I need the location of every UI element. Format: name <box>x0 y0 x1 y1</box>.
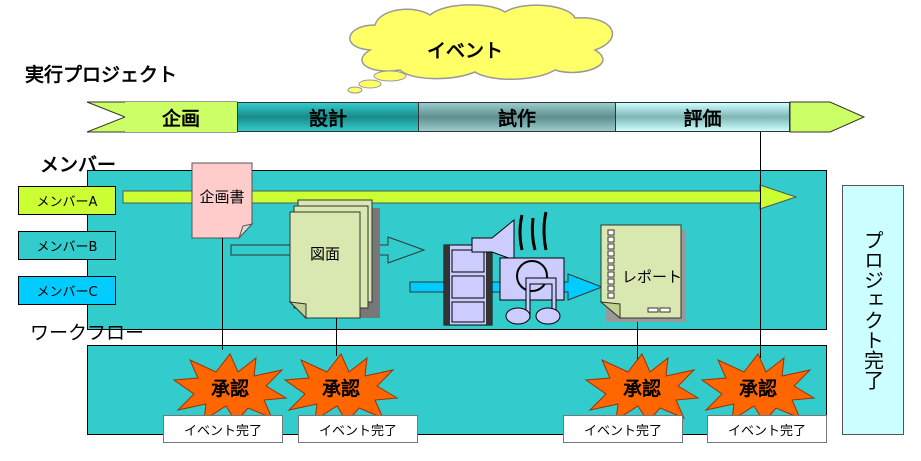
member-b[interactable]: メンバーB <box>18 231 116 260</box>
connector-line <box>637 322 638 360</box>
approval-burst: 承認 <box>584 352 700 423</box>
plan-document-icon <box>191 162 254 239</box>
approval-label: 承認 <box>210 378 249 400</box>
approval-burst: 承認 <box>283 352 399 423</box>
project-done-label: プロジェクト完了 <box>860 230 885 390</box>
event-done-box: イベント完了 <box>298 415 418 443</box>
report-document-label: レポート <box>622 268 683 286</box>
report-document-icon <box>600 224 686 322</box>
project-done-box: プロジェクト完了 <box>842 185 904 435</box>
connector-line <box>222 238 223 350</box>
event-done-box: イベント完了 <box>563 415 683 443</box>
event-done-box: イベント完了 <box>707 415 827 443</box>
approval-burst: 承認 <box>700 352 816 423</box>
phase-prototype: 試作 <box>418 102 615 132</box>
drawing-document-icon <box>288 199 380 320</box>
phase-evaluation: 評価 <box>615 102 790 132</box>
phase-planning: 企画 <box>125 102 237 132</box>
approval-label: 承認 <box>622 378 661 400</box>
project-title: 実行プロジェクト <box>25 64 178 86</box>
approval-label: 承認 <box>321 378 360 400</box>
event-cloud <box>347 4 614 94</box>
plan-document-label: 企画書 <box>199 188 245 206</box>
member-a[interactable]: メンバーA <box>18 186 116 215</box>
workflow-title: ワークフロー <box>30 322 145 344</box>
event-cloud-label: イベント <box>426 40 503 62</box>
connector-line <box>336 318 337 356</box>
event-done-box: イベント完了 <box>163 415 283 443</box>
approval-label: 承認 <box>738 378 777 400</box>
approval-burst: 承認 <box>172 352 288 423</box>
member-c[interactable]: メンバーC <box>18 276 116 305</box>
drawing-document-label: 図面 <box>309 245 340 263</box>
connector-line <box>760 132 761 358</box>
multimedia-icon <box>443 211 565 326</box>
phase-design: 設計 <box>237 102 418 132</box>
